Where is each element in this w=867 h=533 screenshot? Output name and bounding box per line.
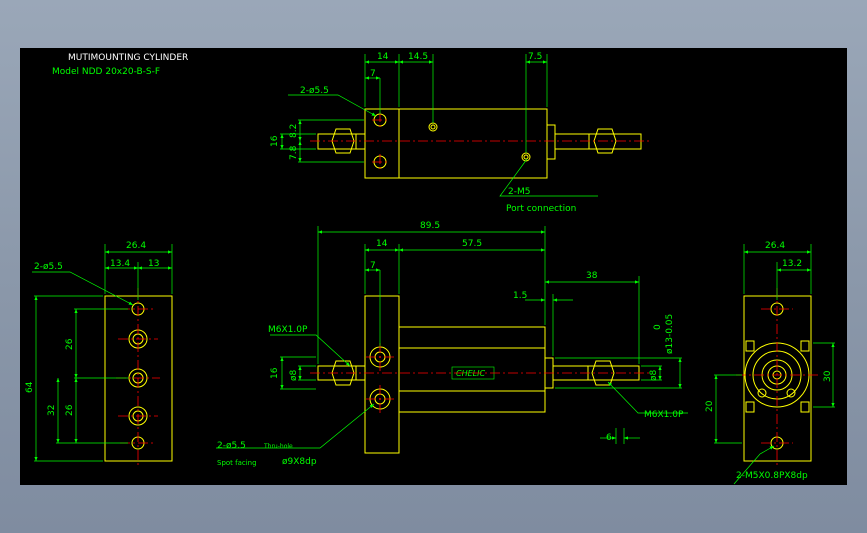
- top-callout-port: 2-M5: [508, 187, 530, 197]
- left-dim-64: 64: [25, 381, 35, 393]
- right-notch-4: [800, 401, 810, 413]
- right-callout-thread: 2-M5X0.8PX8dp: [736, 471, 808, 481]
- left-dim-13-4: 13.4: [110, 259, 130, 269]
- top-dim-7: 7: [370, 69, 376, 79]
- right-dim-13-2: 13.2: [782, 259, 802, 269]
- top-dim-16: 16: [270, 135, 280, 147]
- front-view: CHELIC: [216, 221, 688, 467]
- right-dim-30: 30: [823, 370, 833, 382]
- front-end-block: [364, 295, 400, 454]
- top-dim-7-8: 7.8: [289, 145, 299, 160]
- drawing-canvas: MUTIMOUNTING CYLINDER Model NDD 20x20-B-…: [20, 48, 847, 485]
- left-dim-26-4: 26.4: [126, 241, 146, 251]
- front-callout-thread-left: M6X1.0P: [268, 325, 308, 335]
- right-dim-26-4: 26.4: [765, 241, 785, 251]
- left-view: 26.4 13.4 13 2-ø5.5 64 32 26 26: [25, 241, 173, 468]
- front-callout-thru: Thru-hole: [263, 443, 293, 450]
- top-dim-14: 14: [377, 52, 389, 62]
- title-line1: MUTIMOUNTING CYLINDER: [68, 53, 188, 63]
- front-dim-14: 14: [376, 239, 388, 249]
- left-callout-hole: 2-ø5.5: [34, 262, 63, 272]
- top-view: 14 14.5 7.5 7 16 7.8 8.2 2-ø5.5 2-M5 Por…: [270, 52, 650, 214]
- right-port-1: [757, 388, 767, 398]
- front-dim-8-left: ø8: [289, 369, 299, 381]
- brand-label: CHELIC: [456, 369, 485, 378]
- front-dim-89-5: 89.5: [420, 221, 440, 231]
- top-callout-hole: 2-ø5.5: [300, 86, 329, 96]
- front-callout-thread-right: M6X1.0P: [644, 410, 684, 420]
- front-callout-spot-label: Spot facing: [217, 459, 257, 467]
- top-rod-collar: [546, 124, 556, 160]
- cad-drawing: MUTIMOUNTING CYLINDER Model NDD 20x20-B-…: [25, 52, 835, 485]
- right-view: 26.4 13.2 20 30 2-M5X0.8PX8dp: [705, 241, 835, 485]
- left-dim-26-a: 26: [65, 338, 75, 350]
- top-dim-7-5: 7.5: [528, 52, 542, 62]
- right-notch-2: [800, 340, 810, 352]
- left-dim-26-b: 26: [65, 404, 75, 416]
- front-dim-7: 7: [370, 261, 376, 271]
- front-dim-1-5: 1.5: [513, 291, 527, 301]
- front-dim-13-tol: ø13-0.05: [665, 314, 675, 354]
- front-callout-hole: 2-ø5.5: [217, 441, 246, 451]
- title-line2: Model NDD 20x20-B-S-F: [52, 67, 160, 77]
- right-port-2: [786, 388, 796, 398]
- front-dim-38: 38: [586, 271, 598, 281]
- right-dim-20: 20: [705, 400, 715, 412]
- top-barrel: [398, 108, 548, 179]
- title-block: MUTIMOUNTING CYLINDER Model NDD 20x20-B-…: [52, 53, 188, 77]
- front-callout-spot-value: ø9X8dp: [282, 457, 317, 467]
- left-dim-32: 32: [47, 405, 57, 416]
- front-dim-8-right: ø8: [649, 369, 659, 381]
- top-dim-8-2: 8.2: [289, 124, 299, 138]
- front-dim-57-5: 57.5: [462, 239, 482, 249]
- right-plate: [743, 295, 812, 462]
- top-port-1: [428, 122, 438, 132]
- front-dim-13-upper: 0: [653, 324, 663, 330]
- right-notch-3: [745, 401, 755, 413]
- top-callout-port-desc: Port connection: [506, 204, 576, 214]
- left-plate: [104, 295, 173, 462]
- front-dim-6: 6: [606, 433, 612, 443]
- top-rod-right: [554, 133, 642, 150]
- left-dim-13: 13: [148, 259, 159, 269]
- top-dim-14-5: 14.5: [408, 52, 428, 62]
- top-rod-left: [317, 133, 366, 150]
- right-notch-1: [745, 340, 755, 352]
- left-bore-3: [128, 406, 148, 426]
- front-dim-16: 16: [270, 367, 280, 379]
